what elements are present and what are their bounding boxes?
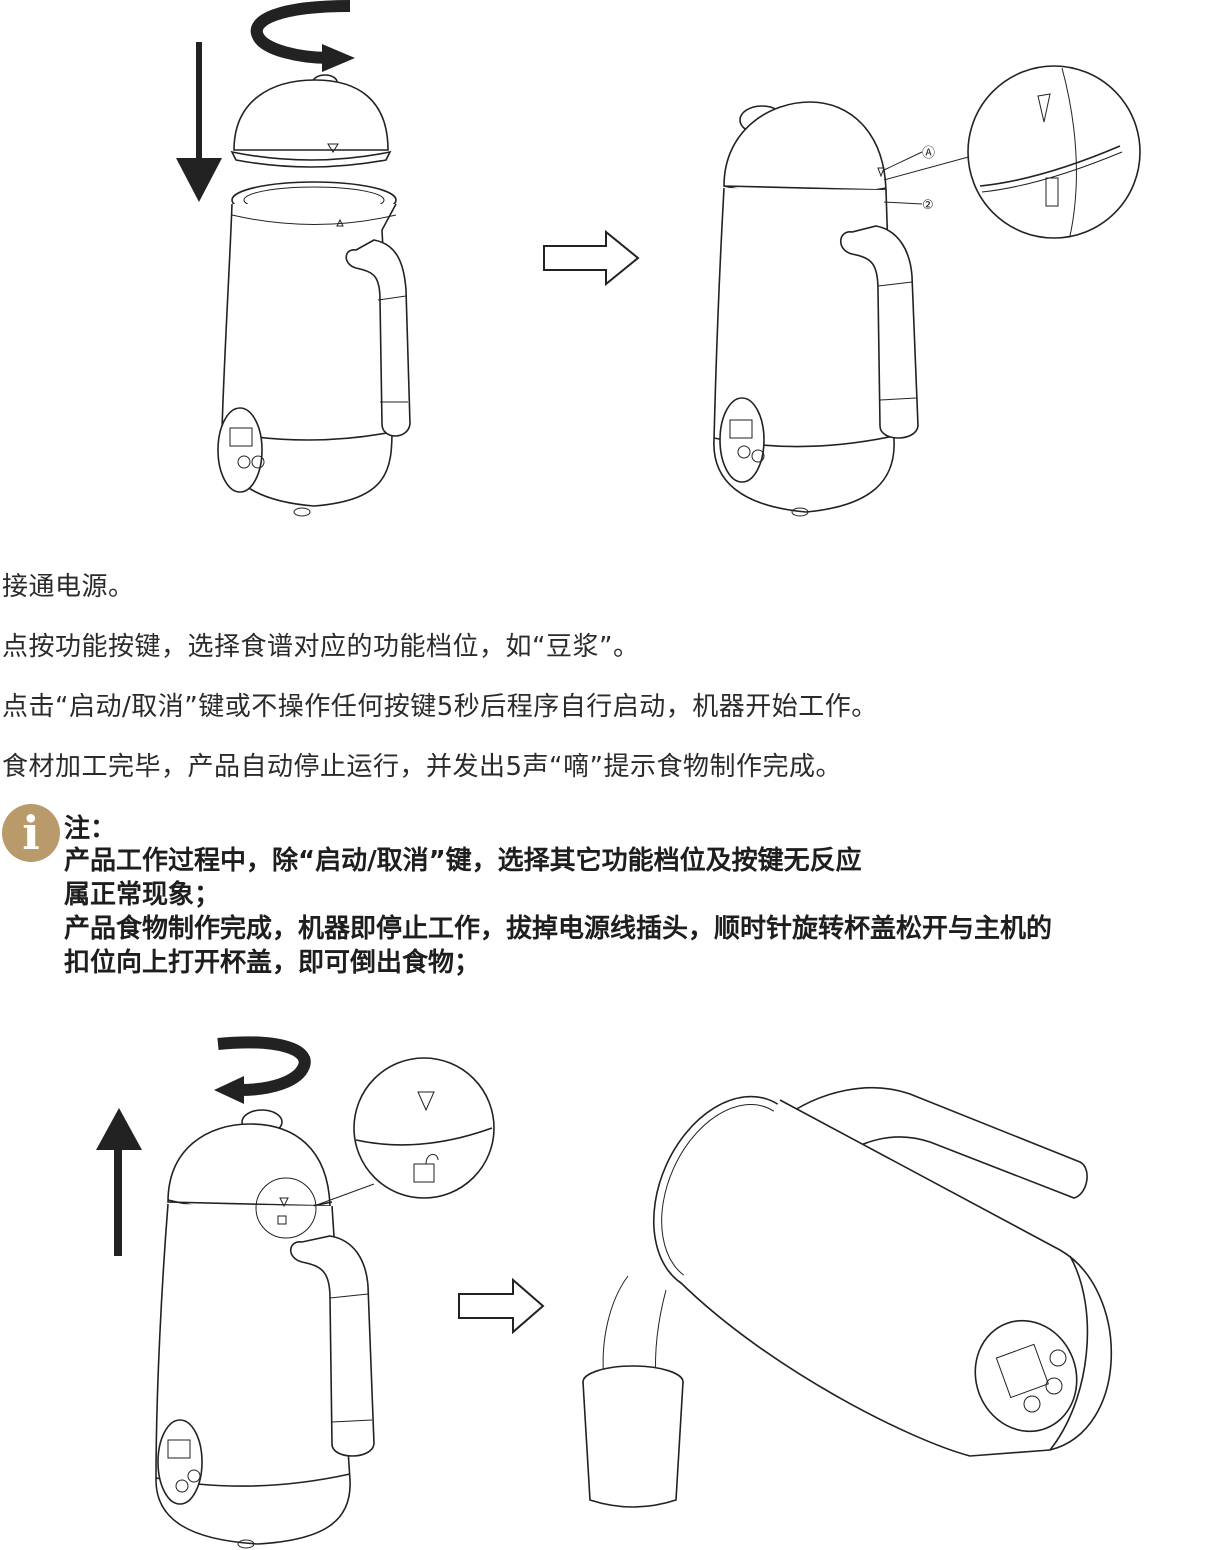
info-icon-glyph: i [22, 806, 40, 860]
step-1: 接通电源。 [2, 572, 135, 602]
lid-closed-figure: Ⓐ ② [713, 65, 1141, 517]
kettle-icon [713, 101, 919, 517]
open-lid-figure [96, 1036, 495, 1549]
kettle-icon [155, 1109, 375, 1549]
rotate-arrow-icon [214, 1036, 311, 1104]
note-line-2: 属正常现象； [64, 880, 221, 910]
note-block: i 注： 产品工作过程中，除“启动/取消”键，选择其它功能档位及按键无反应 属正… [0, 800, 1220, 990]
lid-icon [230, 74, 392, 168]
step-4: 食材加工完毕，产品自动停止运行，并发出5声“嘀”提示食物制作完成。 [2, 752, 842, 782]
step-2: 点按功能按键，选择食谱对应的功能档位，如“豆浆”。 [2, 632, 640, 662]
pour-figure [582, 1087, 1113, 1508]
next-step-arrow-icon [458, 1277, 545, 1335]
note-line-3: 产品食物制作完成，机器即停止工作，拔掉电源线插头，顺时针旋转杯盖松开与主机的 [64, 914, 1053, 944]
next-step-arrow-icon [543, 229, 640, 287]
step-3: 点击“启动/取消”键或不操作任何按键5秒后程序自行启动，机器开始工作。 [2, 692, 878, 722]
kettle-icon [217, 181, 411, 517]
cup-icon [582, 1365, 684, 1508]
down-arrow-icon [176, 42, 222, 202]
up-arrow-icon [96, 1108, 142, 1256]
callout-a: Ⓐ [922, 146, 935, 161]
magnifier-icon [353, 1057, 495, 1199]
rotate-arrow-icon [250, 0, 355, 72]
callout-b: ② [922, 198, 934, 213]
close-lid-figure [176, 0, 411, 517]
note-line-1: 产品工作过程中，除“启动/取消”键，选择其它功能档位及按键无反应 [64, 846, 862, 876]
info-icon: i [2, 804, 60, 862]
tilted-kettle-icon [652, 1087, 1113, 1457]
magnifier-icon [967, 65, 1141, 239]
note-line-4: 扣位向上打开杯盖，即可倒出食物； [64, 948, 481, 978]
note-title: 注： [64, 814, 117, 844]
liquid-stream-icon [602, 1275, 667, 1381]
